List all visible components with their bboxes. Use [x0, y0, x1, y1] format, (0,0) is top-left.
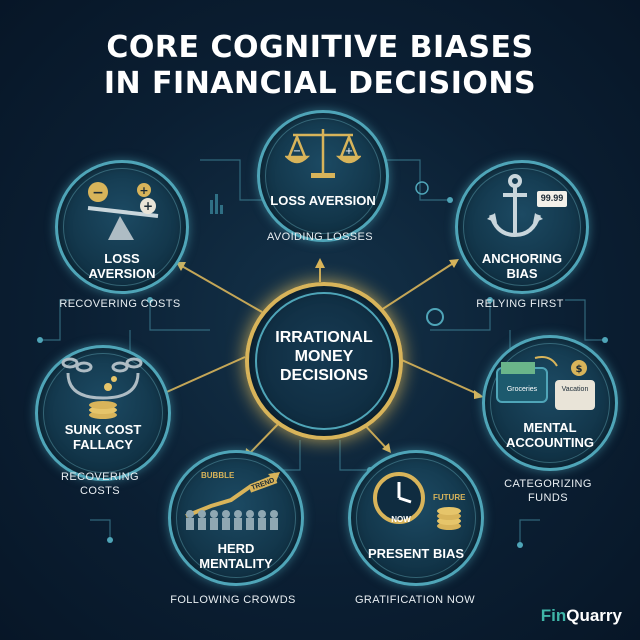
clock-coins-icon [373, 472, 461, 530]
caption-relying-first: RELYING FIRST [476, 298, 564, 310]
tag-vacation: Vacation [561, 386, 589, 393]
node-herd-mentality: BUBBLE TREND HERD MENTALITY [168, 450, 304, 586]
node-label: LOSS AVERSION [88, 251, 156, 281]
crowd-icon [185, 472, 280, 530]
caption-avoiding-losses: AVOIDING LOSSES [266, 231, 374, 243]
node-label: MENTAL ACCOUNTING [505, 420, 595, 450]
connector-upper-right [377, 261, 456, 313]
arrowhead-upper-right [449, 259, 459, 268]
title-line-1: CORE COGNITIVE BIASES [106, 30, 534, 65]
arrowhead-upper-left [176, 262, 186, 271]
price-tag: 99.99 [540, 193, 564, 203]
caption-gratification-now: GRATIFICATION NOW [354, 594, 476, 606]
arrowhead-right [474, 390, 484, 399]
node-label: ANCHORING BIAS [481, 251, 563, 281]
arrowhead-lower-right [382, 443, 391, 453]
scale-icon: − + [285, 129, 361, 178]
center-node: IRRATIONAL MONEY DECISIONS [245, 282, 403, 440]
tag-future: FUTURE [433, 493, 466, 502]
connector-upper-left [179, 264, 263, 313]
connector-left [159, 356, 246, 396]
node-label: PRESENT BIAS [367, 546, 465, 561]
wallet-jars-icon: $ [496, 356, 595, 410]
caption-recovering-costs-2: RECOVERING COSTS [61, 471, 139, 497]
svg-text:−: − [92, 185, 104, 201]
svg-text:+: + [345, 146, 353, 157]
node-loss-aversion-left: − + + LOSS AVERSION [55, 160, 189, 294]
tag-groceries: Groceries [506, 386, 538, 393]
tag-bubble: BUBBLE [201, 471, 235, 480]
caption-recovering-costs: RECOVERING COSTS [59, 298, 181, 310]
node-loss-aversion-top: − + LOSS AVERSION [257, 110, 389, 242]
chain-coins-icon [61, 357, 143, 419]
tag-now: NOW [391, 515, 411, 524]
center-label: IRRATIONAL MONEY DECISIONS [275, 329, 373, 384]
arrowhead-top [315, 258, 325, 268]
brand-logo: FinQuarry [540, 606, 622, 625]
caption-following-crowds: FOLLOWING CROWDS [170, 594, 296, 606]
node-mental-accounting: $ Groceries Vacation MENTAL ACCOUNTING [482, 335, 618, 471]
node-present-bias: NOW FUTURE PRESENT BIAS [348, 450, 484, 586]
title-line-2: IN FINANCIAL DECISIONS [103, 66, 537, 101]
seesaw-icon: − + + [87, 182, 159, 240]
anchor-icon [487, 174, 567, 238]
node-anchoring-bias: 99.99 ANCHORING BIAS [455, 160, 589, 294]
svg-text:+: + [139, 184, 148, 197]
connector-right [394, 356, 481, 396]
node-label: LOSS AVERSION [270, 193, 376, 208]
node-label: SUNK COST FALLACY [64, 422, 142, 452]
page-title: CORE COGNITIVE BIASES IN FINANCIAL DECIS… [0, 30, 640, 102]
svg-text:−: − [293, 146, 301, 157]
node-label: HERD MENTALITY [199, 541, 273, 571]
node-sunk-cost: SUNK COST FALLACY [35, 345, 171, 481]
svg-text:+: + [143, 199, 153, 213]
svg-text:$: $ [576, 364, 583, 375]
connector-lower-left [247, 419, 283, 456]
caption-categorizing-funds: CATEGORIZING FUNDS [504, 478, 592, 504]
